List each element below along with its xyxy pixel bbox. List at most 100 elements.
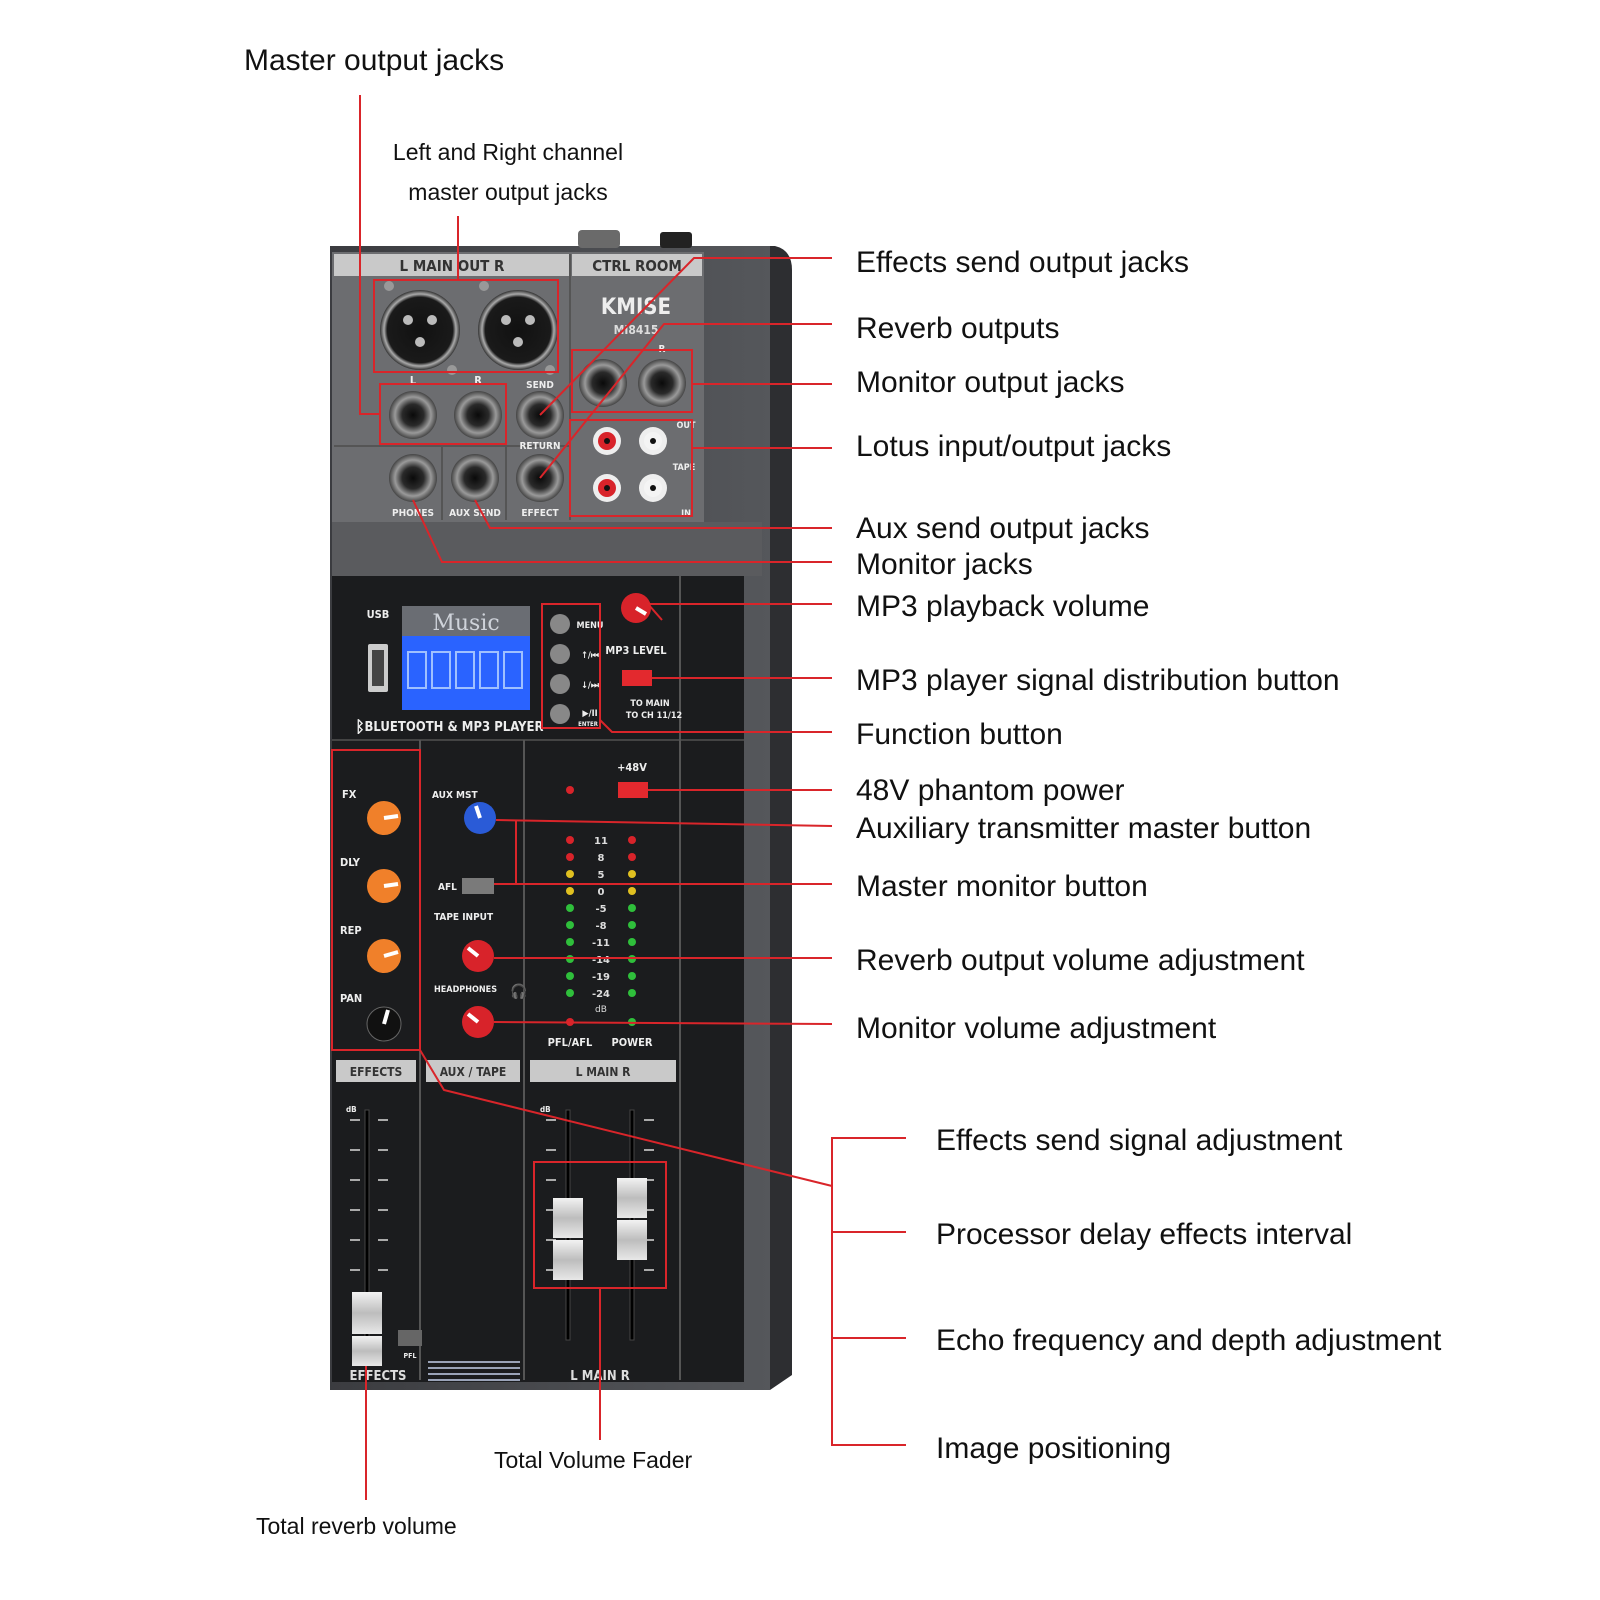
phones-jack[interactable] xyxy=(389,454,437,502)
label-effects-send-output: Effects send output jacks xyxy=(856,246,1189,279)
label-function-button: Function button xyxy=(856,718,1063,751)
meter-db-label: dB xyxy=(595,1005,607,1015)
svg-text:FX: FX xyxy=(342,788,357,801)
mp3-route-button[interactable] xyxy=(622,670,652,686)
svg-text:AFL: AFL xyxy=(438,882,457,893)
menu-button[interactable] xyxy=(550,614,570,634)
meter-led-right xyxy=(628,921,636,929)
meter-led-left xyxy=(566,904,574,912)
front-control-panel: USB Music ᛒ BLUETOOTH & MP3 PLAYER MENU … xyxy=(332,576,744,1384)
meter-led-left xyxy=(566,938,574,946)
bt-mp3-label: BLUETOOTH & MP3 PLAYER xyxy=(364,720,543,735)
svg-text:TO MAIN: TO MAIN xyxy=(630,699,670,709)
svg-text:EFFECT: EFFECT xyxy=(521,508,559,519)
label-mp3-playback-volume: MP3 playback volume xyxy=(856,590,1150,623)
monitor-out-jack-right[interactable] xyxy=(638,359,686,407)
meter-scale-label: -24 xyxy=(592,989,610,1000)
svg-text:AUX / TAPE: AUX / TAPE xyxy=(440,1065,507,1079)
label-master-monitor-button: Master monitor button xyxy=(856,870,1148,903)
label-reverb-output-volume: Reverb output volume adjustment xyxy=(856,944,1305,977)
svg-text:SEND: SEND xyxy=(526,380,554,391)
phantom-power-button[interactable] xyxy=(618,782,648,798)
svg-text:POWER: POWER xyxy=(612,1036,653,1049)
meter-led-right xyxy=(628,887,636,895)
ctrl-room-header: CTRL ROOM xyxy=(592,257,682,275)
meter-led-left xyxy=(566,989,574,997)
svg-text:OUT: OUT xyxy=(677,421,696,431)
main-out-jack-left[interactable] xyxy=(389,391,437,439)
play-pause-icon: ▶/II xyxy=(582,709,597,719)
label-processor-delay: Processor delay effects interval xyxy=(936,1218,1353,1251)
aux-send-jack[interactable] xyxy=(451,454,499,502)
svg-text:L MAIN R: L MAIN R xyxy=(576,1065,632,1079)
next-button[interactable] xyxy=(550,674,570,694)
meter-scale-label: -14 xyxy=(592,955,610,966)
xlr-jack-left[interactable] xyxy=(380,290,460,370)
meter-scale-label: 11 xyxy=(594,836,608,847)
svg-text:REP: REP xyxy=(340,924,362,937)
svg-text:IN: IN xyxy=(681,509,691,519)
main-fader-right[interactable] xyxy=(617,1178,647,1218)
model-number: MI8415 xyxy=(614,323,659,337)
svg-text:TO CH 11/12: TO CH 11/12 xyxy=(626,711,682,721)
label-monitor-jacks: Monitor jacks xyxy=(856,548,1033,581)
meter-led-left xyxy=(566,853,574,861)
meter-scale-label: -11 xyxy=(592,938,610,949)
pfl-button[interactable] xyxy=(398,1330,422,1346)
next-icon: ↓/⏭ xyxy=(581,681,600,691)
lcd-screen xyxy=(402,636,530,710)
main-out-jack-right[interactable] xyxy=(454,391,502,439)
phantom-led xyxy=(566,786,574,794)
meter-led-right xyxy=(628,972,636,980)
svg-text:HEADPHONES: HEADPHONES xyxy=(434,985,497,995)
label-image-positioning: Image positioning xyxy=(936,1432,1172,1465)
svg-text:EFFECTS: EFFECTS xyxy=(350,1065,403,1079)
label-aux-send-output: Aux send output jacks xyxy=(856,512,1150,545)
bluetooth-icon: ᛒ xyxy=(355,717,365,736)
svg-text:DLY: DLY xyxy=(340,856,361,869)
meter-led-right xyxy=(628,904,636,912)
main-out-header: L MAIN OUT R xyxy=(400,257,506,275)
svg-text:dB: dB xyxy=(346,1105,357,1114)
label-total-reverb-volume: Total reverb volume xyxy=(256,1513,457,1539)
svg-text:AUX MST: AUX MST xyxy=(432,790,478,801)
meter-led-left xyxy=(566,836,574,844)
label-monitor-volume: Monitor volume adjustment xyxy=(856,1012,1217,1045)
lcd-title: Music xyxy=(432,611,499,636)
meter-led-left xyxy=(566,870,574,878)
meter-led-left xyxy=(566,887,574,895)
mp3-level-knob[interactable] xyxy=(621,593,651,623)
main-fader-left[interactable] xyxy=(553,1198,583,1238)
monitor-out-jack-left[interactable] xyxy=(579,359,627,407)
svg-text:AUX SEND: AUX SEND xyxy=(449,508,501,519)
svg-text:PFL/AFL: PFL/AFL xyxy=(548,1036,593,1049)
prev-button[interactable] xyxy=(550,644,570,664)
svg-text:TAPE INPUT: TAPE INPUT xyxy=(434,912,494,923)
svg-text:ENTER: ENTER xyxy=(578,721,599,728)
label-phantom-power: 48V phantom power xyxy=(856,774,1125,807)
svg-text:MENU: MENU xyxy=(577,621,604,631)
meter-scale-label: 8 xyxy=(598,853,605,864)
label-reverb-outputs: Reverb outputs xyxy=(856,312,1060,345)
svg-text:USB: USB xyxy=(367,608,390,621)
play-pause-button[interactable] xyxy=(550,704,570,724)
meter-led-right xyxy=(628,870,636,878)
svg-text:TAPE: TAPE xyxy=(673,463,696,473)
effects-fader[interactable] xyxy=(352,1292,382,1334)
meter-scale-label: 0 xyxy=(598,887,605,898)
svg-text:EFFECTS: EFFECTS xyxy=(350,1369,407,1384)
prev-icon: ↑/⏮ xyxy=(581,651,599,661)
svg-text:PHONES: PHONES xyxy=(392,508,434,519)
meter-led-left xyxy=(566,972,574,980)
label-lr-master-output-1: Left and Right channel xyxy=(392,139,624,165)
label-aux-master-button: Auxiliary transmitter master button xyxy=(856,812,1312,845)
svg-text:PAN: PAN xyxy=(340,992,362,1005)
svg-text:L: L xyxy=(410,374,417,387)
label-lotus-io-jacks: Lotus input/output jacks xyxy=(856,430,1172,463)
afl-button[interactable] xyxy=(462,878,494,894)
label-lr-master-output-2: master output jacks xyxy=(408,179,608,205)
label-effects-send-signal: Effects send signal adjustment xyxy=(936,1124,1343,1157)
xlr-jack-right[interactable] xyxy=(478,290,558,370)
svg-text:MP3 LEVEL: MP3 LEVEL xyxy=(605,644,667,657)
